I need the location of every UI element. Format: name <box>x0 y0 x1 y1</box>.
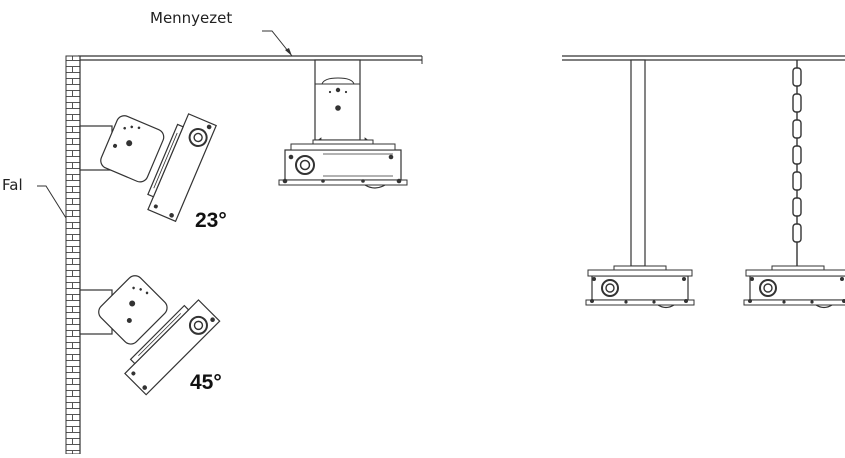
tilt-angle-23-label: 23° <box>195 209 227 232</box>
ceiling-slab-right <box>562 55 845 61</box>
wall-mount-45 <box>79 275 221 396</box>
ceiling-slab-left <box>78 55 423 64</box>
brick-wall <box>65 55 81 455</box>
wall-leader-line <box>37 185 67 219</box>
wall-mount-23 <box>79 113 217 223</box>
wall-label: Fal <box>2 176 23 194</box>
ceiling-leader-line <box>262 30 293 57</box>
pole-mount <box>585 59 695 309</box>
tilt-angle-45-label: 45° <box>190 371 222 394</box>
ceiling-mount-bracket <box>278 59 408 189</box>
ceiling-label: Mennyezet <box>150 9 233 27</box>
chain-mount <box>743 60 845 309</box>
